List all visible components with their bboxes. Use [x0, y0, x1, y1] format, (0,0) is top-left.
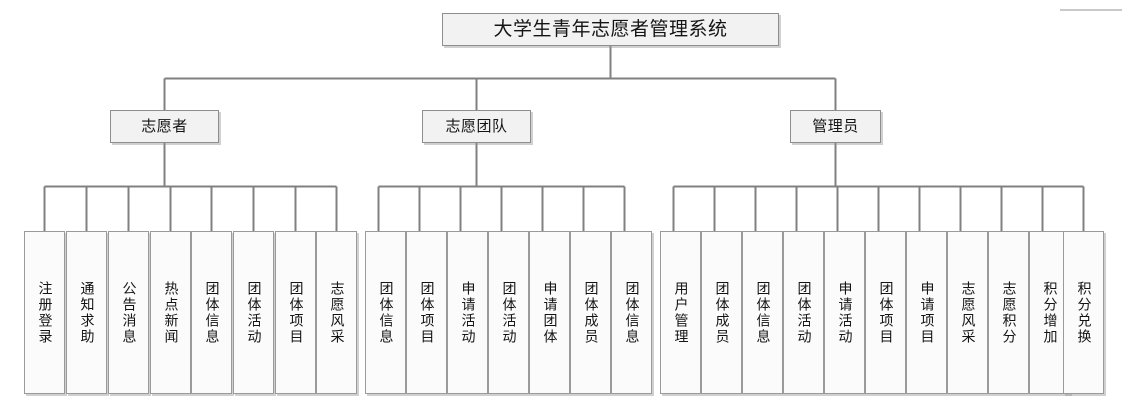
leaf-node-volunteer-7-label: 团体项目 [287, 280, 304, 345]
leaf-node-admin-2-label: 团体成员 [713, 280, 730, 345]
leaf-node-team-6[interactable]: 团体成员 [570, 231, 611, 394]
top-rule-decoration [1060, 9, 1122, 11]
leaf-node-team-7[interactable]: 团体信息 [611, 231, 652, 394]
leaf-node-admin-5[interactable]: 申请活动 [824, 231, 865, 394]
leaf-node-volunteer-4-label: 热点新闻 [162, 280, 179, 345]
leaf-node-admin-11[interactable]: 积分兑换 [1063, 231, 1104, 394]
leaf-node-team-4-label: 团体活动 [500, 280, 517, 345]
leaf-node-volunteer-4[interactable]: 热点新闻 [150, 231, 191, 394]
leaf-node-admin-1[interactable]: 用户管理 [660, 231, 701, 394]
root-node[interactable]: 大学生青年志愿者管理系统 [442, 13, 779, 46]
leaf-node-volunteer-5[interactable]: 团体信息 [191, 231, 232, 394]
leaf-node-admin-5-label: 申请活动 [836, 280, 853, 345]
leaf-node-volunteer-3-label: 公告消息 [120, 280, 137, 345]
leaf-node-team-1-label: 团体信息 [377, 280, 394, 345]
leaf-node-volunteer-7[interactable]: 团体项目 [275, 231, 316, 394]
leaf-node-admin-9[interactable]: 志愿积分 [988, 231, 1029, 394]
leaf-node-admin-4-label: 团体活动 [795, 280, 812, 345]
leaf-node-volunteer-1[interactable]: 注册登录 [24, 231, 65, 394]
leaf-node-volunteer-8[interactable]: 志愿风采 [316, 231, 357, 394]
root-node-label: 大学生青年志愿者管理系统 [493, 17, 728, 40]
leaf-node-team-3-label: 申请活动 [459, 280, 476, 345]
leaf-node-volunteer-6-label: 团体活动 [245, 280, 262, 345]
branch-node-admin-label: 管理员 [812, 117, 859, 136]
leaf-node-admin-11-label: 积分兑换 [1075, 280, 1092, 345]
leaf-node-admin-6[interactable]: 团体项目 [865, 231, 906, 394]
leaf-node-team-4[interactable]: 团体活动 [488, 231, 529, 394]
leaf-node-admin-6-label: 团体项目 [877, 280, 894, 345]
leaf-node-admin-10-label: 积分增加 [1041, 280, 1058, 345]
leaf-node-admin-2[interactable]: 团体成员 [701, 231, 742, 394]
leaf-node-volunteer-8-label: 志愿风采 [328, 280, 345, 345]
leaf-node-admin-7[interactable]: 申请项目 [906, 231, 947, 394]
branch-node-admin[interactable]: 管理员 [790, 110, 881, 143]
leaf-node-team-3[interactable]: 申请活动 [447, 231, 488, 394]
leaf-node-volunteer-5-label: 团体信息 [203, 280, 220, 345]
branch-node-team[interactable]: 志愿团队 [422, 110, 531, 143]
leaf-node-admin-3-label: 团体信息 [754, 280, 771, 345]
leaf-node-admin-8-label: 志愿风采 [959, 280, 976, 345]
leaf-node-admin-3[interactable]: 团体信息 [742, 231, 783, 394]
leaf-node-team-6-label: 团体成员 [582, 280, 599, 345]
leaf-node-volunteer-1-label: 注册登录 [36, 280, 53, 345]
leaf-node-volunteer-3[interactable]: 公告消息 [108, 231, 149, 394]
leaf-node-admin-1-label: 用户管理 [672, 280, 689, 345]
leaf-node-team-5[interactable]: 申请团体 [529, 231, 570, 394]
branch-node-volunteer[interactable]: 志愿者 [110, 110, 219, 143]
leaf-node-team-2[interactable]: 团体项目 [406, 231, 447, 394]
leaf-node-volunteer-6[interactable]: 团体活动 [233, 231, 274, 394]
branch-node-volunteer-label: 志愿者 [141, 117, 188, 136]
leaf-node-team-7-label: 团体信息 [623, 280, 640, 345]
leaf-node-team-5-label: 申请团体 [541, 280, 558, 345]
leaf-node-team-1[interactable]: 团体信息 [365, 231, 406, 394]
leaf-node-volunteer-2-label: 通知求助 [78, 280, 95, 345]
leaf-node-admin-4[interactable]: 团体活动 [783, 231, 824, 394]
leaf-node-admin-7-label: 申请项目 [918, 280, 935, 345]
leaf-node-volunteer-2[interactable]: 通知求助 [66, 231, 107, 394]
branch-node-team-label: 志愿团队 [445, 117, 508, 136]
leaf-node-admin-8[interactable]: 志愿风采 [947, 231, 988, 394]
leaf-node-team-2-label: 团体项目 [418, 280, 435, 345]
leaf-node-admin-9-label: 志愿积分 [1000, 280, 1017, 345]
